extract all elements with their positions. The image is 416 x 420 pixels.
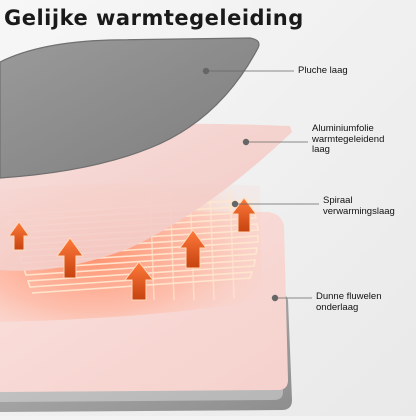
label-foil-layer: Aluminiumfolie warmtegeleidend laag — [312, 123, 385, 155]
plush-top-layer — [0, 38, 259, 178]
heat-arrow — [123, 261, 155, 301]
heat-arrows — [8, 197, 257, 301]
page-title: Gelijke warmtegeleiding — [4, 6, 304, 30]
callout-lines — [202, 67, 319, 302]
heat-arrow — [179, 229, 207, 269]
label-velvet-layer: Dunne fluwelen onderlaag — [316, 291, 382, 313]
heat-arrow — [56, 237, 84, 279]
label-plush-layer: Pluche laag — [298, 65, 348, 76]
heat-arrow — [8, 221, 30, 251]
heat-arrow — [231, 197, 257, 233]
label-heating-layer: Spiraal verwarmingslaag — [323, 195, 395, 217]
